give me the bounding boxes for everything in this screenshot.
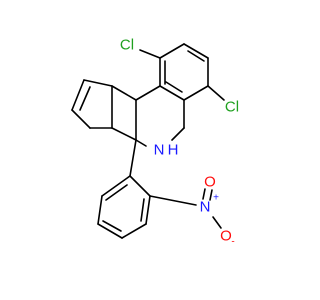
nitro-nitrogen-label: N — [200, 199, 211, 216]
bond — [101, 175, 131, 197]
bond — [129, 175, 151, 197]
bond — [140, 198, 145, 222]
bond — [135, 85, 161, 101]
molecule-canvas: Cl Cl N H N + O O - — [71, 37, 239, 248]
atom-label-layer: Cl Cl N H N + O O - — [120, 37, 239, 248]
bond-layer — [71, 43, 225, 239]
bond — [207, 85, 225, 101]
bond — [79, 86, 91, 111]
bond — [212, 216, 222, 229]
bond — [135, 139, 147, 147]
nitro-nitrogen-charge: + — [213, 193, 219, 204]
amine-hydrogen-label: H — [168, 142, 179, 159]
nitro-oxygen-charge: - — [231, 237, 234, 248]
bond — [111, 85, 137, 101]
bond — [121, 223, 147, 239]
bond — [71, 109, 91, 129]
bond — [209, 189, 213, 201]
bond — [105, 184, 128, 201]
bond — [183, 85, 209, 101]
bond — [202, 188, 206, 200]
bond — [111, 127, 137, 141]
bond — [97, 195, 103, 225]
chlorine-label-right: Cl — [225, 99, 239, 116]
bond — [145, 195, 151, 225]
bond — [187, 50, 205, 62]
bond — [139, 49, 161, 59]
bond — [71, 79, 85, 111]
bond — [102, 220, 122, 232]
nitro-oxygen-bottom-label: O — [220, 228, 232, 245]
chlorine-label-top: Cl — [120, 37, 134, 54]
amine-nitrogen-label: N — [154, 142, 165, 159]
bond — [159, 85, 185, 101]
bond — [171, 127, 185, 141]
bond — [97, 223, 123, 239]
bond — [149, 195, 197, 206]
bond — [129, 139, 137, 177]
bond — [159, 43, 185, 59]
bond — [165, 81, 183, 93]
molecule-structure: Cl Cl N H N + O O - — [71, 37, 239, 248]
bond — [183, 43, 209, 59]
bond — [83, 79, 113, 87]
nitro-oxygen-top-label: O — [204, 174, 216, 191]
